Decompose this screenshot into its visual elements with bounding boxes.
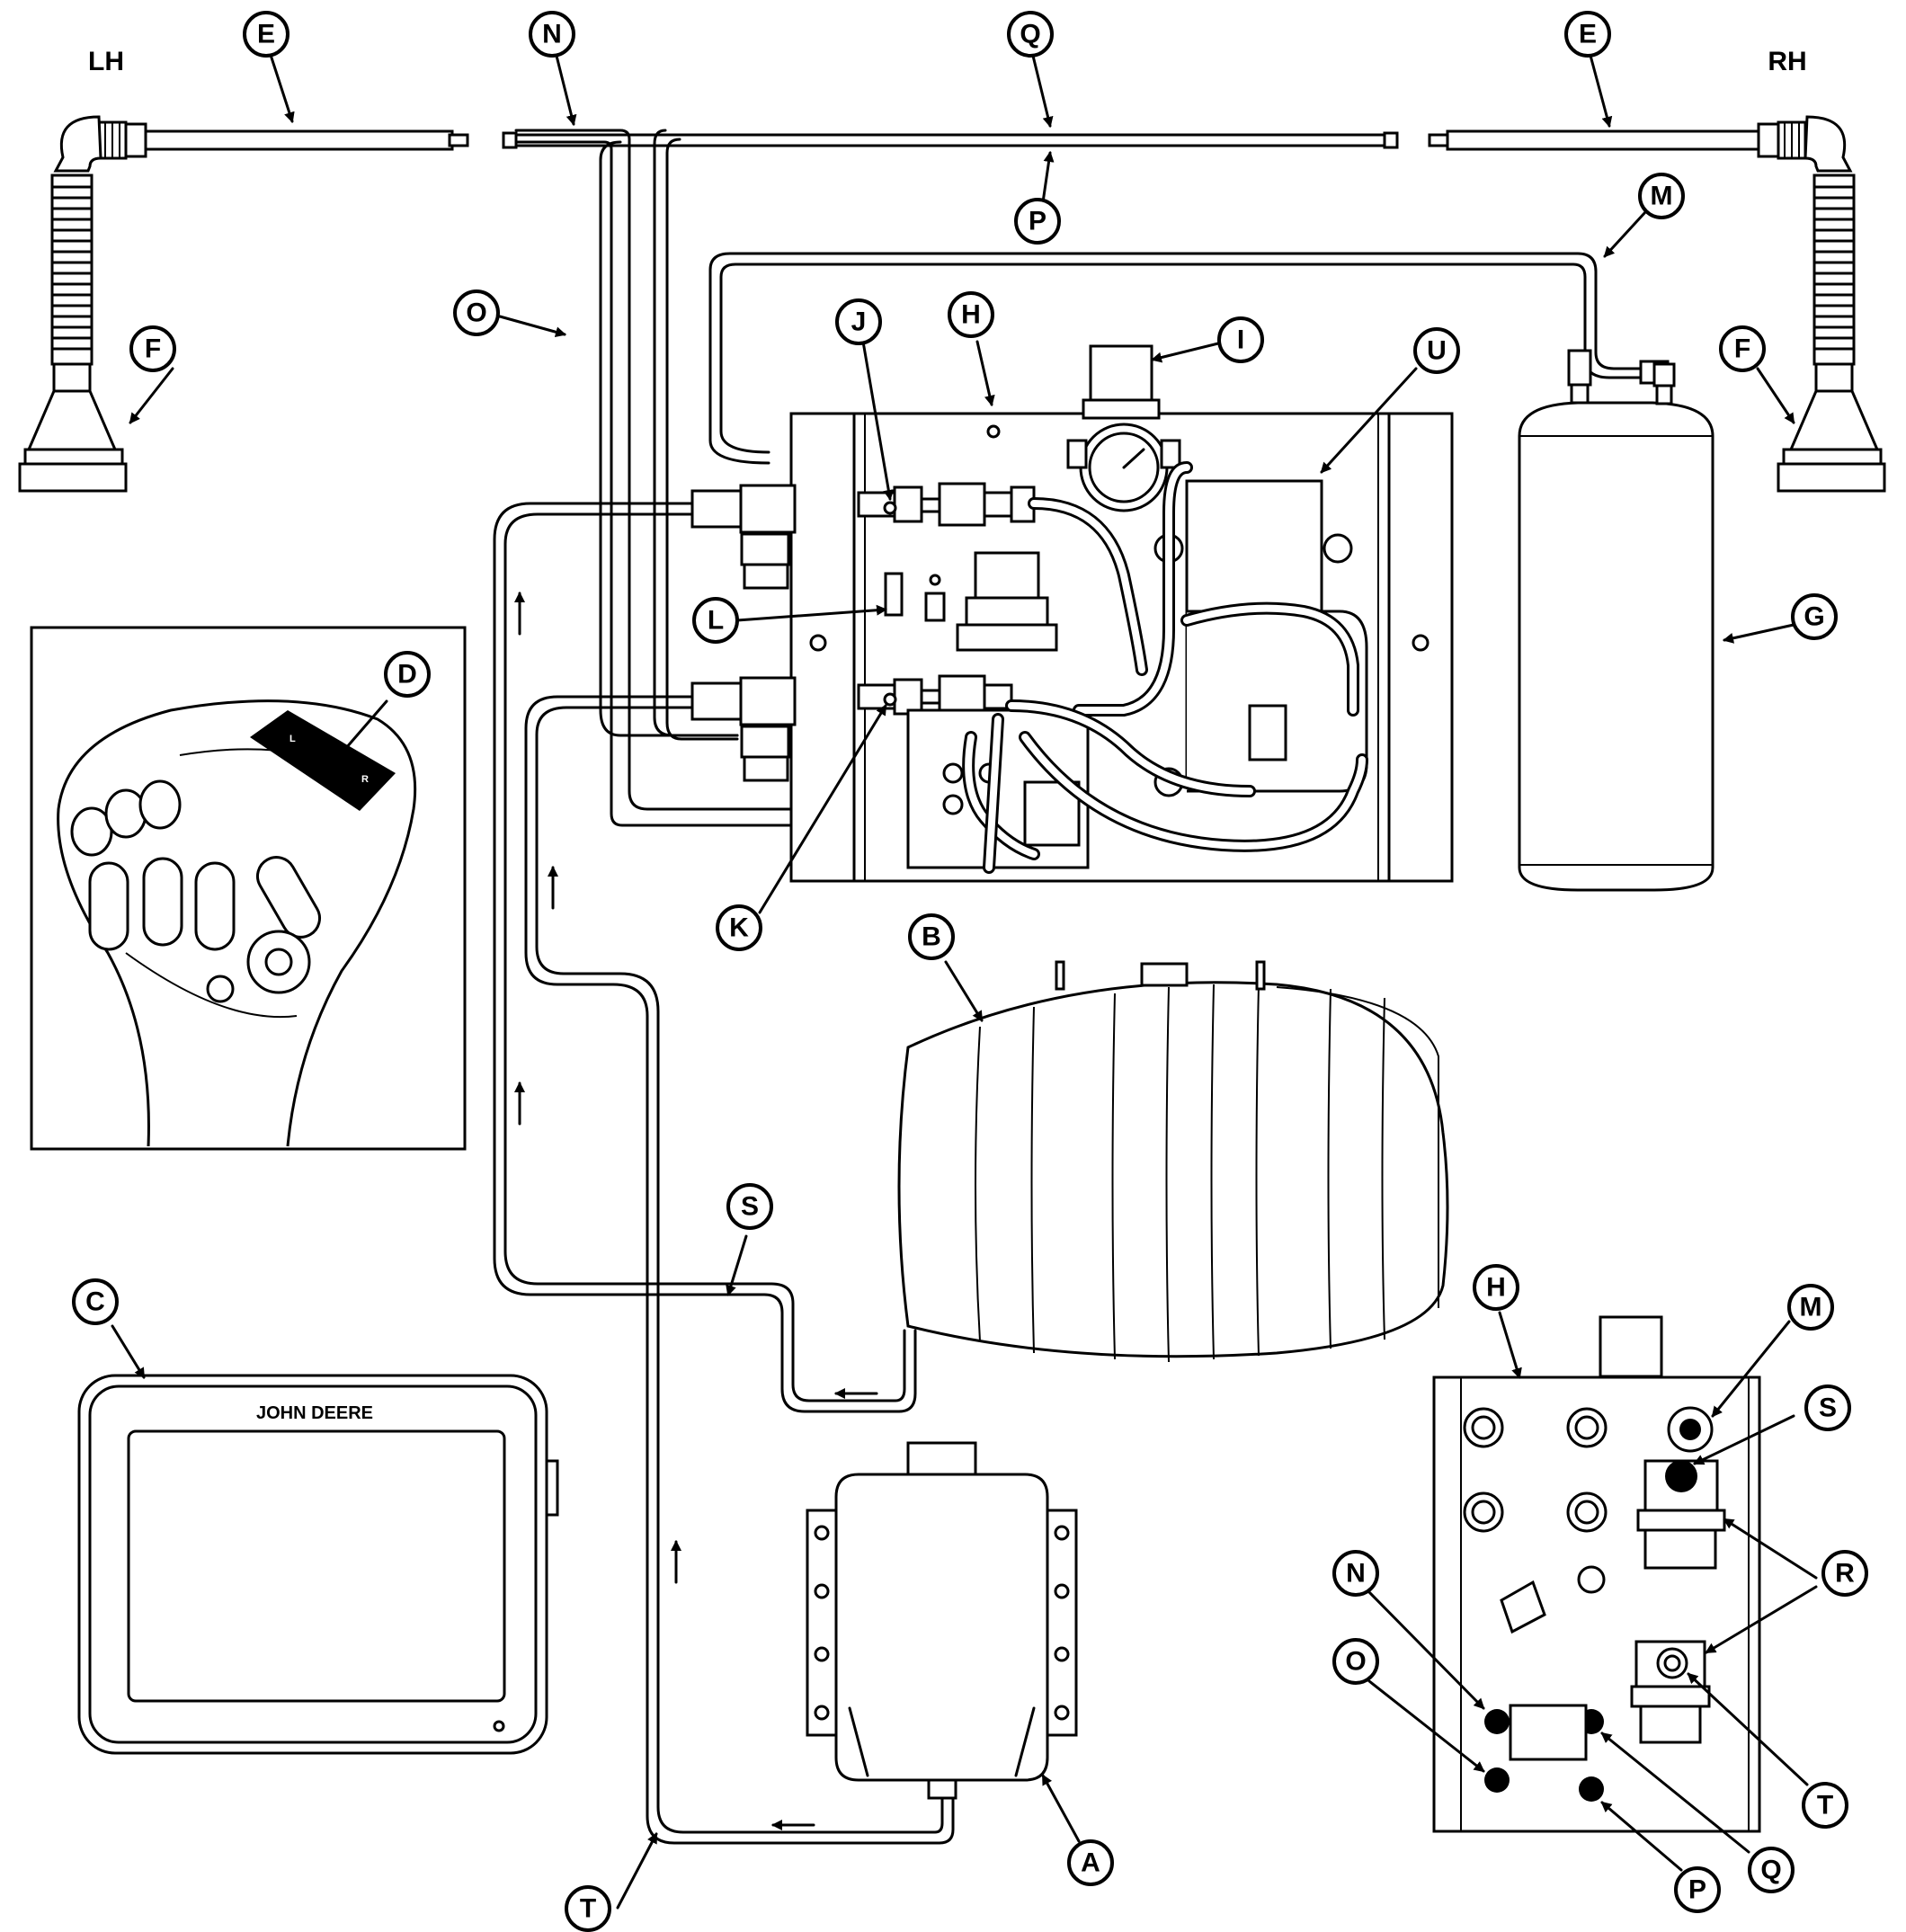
svg-text:I: I	[1237, 325, 1244, 355]
callout-p-top: P	[1014, 198, 1061, 245]
callout-l: L	[692, 597, 739, 644]
callout-b: B	[908, 913, 955, 960]
callout-leaders	[111, 50, 1818, 1910]
svg-text:D: D	[397, 660, 417, 690]
svg-text:Q: Q	[1020, 20, 1040, 49]
callout-j: J	[835, 298, 882, 345]
svg-text:C: C	[85, 1287, 105, 1317]
callout-g: G	[1791, 593, 1838, 640]
top-hose-lines	[514, 129, 1386, 827]
joystick-inset: L R	[30, 626, 467, 1151]
switch-right-key: R	[361, 774, 369, 785]
callout-n-detail: N	[1332, 1550, 1379, 1597]
callout-q-detail: Q	[1748, 1847, 1795, 1893]
right-nozzle-assembly	[1777, 115, 1886, 493]
svg-text:A: A	[1081, 1848, 1100, 1878]
supply-line-s	[493, 502, 917, 1413]
svg-text:H: H	[961, 300, 981, 330]
svg-text:O: O	[1345, 1647, 1366, 1677]
switch-left-key: L	[289, 734, 296, 744]
callout-r-detail: R	[1821, 1550, 1868, 1597]
svg-text:R: R	[1835, 1559, 1855, 1589]
pump	[806, 1441, 1078, 1800]
callout-o-detail: O	[1332, 1638, 1379, 1685]
svg-text:N: N	[542, 20, 562, 49]
flow-arrows	[514, 592, 878, 1830]
left-nozzle-corrugation	[50, 185, 94, 351]
svg-text:P: P	[1688, 1875, 1706, 1905]
callout-d: D	[384, 651, 431, 698]
callout-s-detail: S	[1804, 1384, 1851, 1431]
solution-tank	[897, 960, 1449, 1363]
supply-line-t	[524, 695, 955, 1845]
callout-i: I	[1217, 316, 1264, 363]
svg-text:Q: Q	[1760, 1856, 1781, 1885]
svg-text:G: G	[1804, 602, 1824, 632]
svg-text:L: L	[708, 606, 724, 636]
svg-text:K: K	[729, 913, 749, 943]
svg-text:T: T	[1817, 1791, 1833, 1821]
svg-text:B: B	[922, 922, 941, 952]
callout-u: U	[1413, 327, 1460, 374]
callouts: E N Q E P M F F O J H I U G L D K B S C …	[72, 11, 1868, 1932]
callout-f-left: F	[129, 325, 176, 372]
callout-h-detail: H	[1473, 1264, 1519, 1311]
callout-m-detail: M	[1787, 1284, 1834, 1331]
callout-n-top: N	[529, 11, 575, 58]
callout-a: A	[1067, 1839, 1114, 1886]
display-monitor: JOHN DEERE	[77, 1374, 559, 1755]
svg-text:E: E	[257, 20, 275, 49]
callout-t-bottom: T	[565, 1885, 611, 1932]
svg-text:E: E	[1579, 20, 1597, 49]
sprayer-toggle-switch[interactable]: L R	[250, 710, 396, 811]
display-brand-logo: JOHN DEERE	[256, 1403, 373, 1423]
svg-text:P: P	[1029, 207, 1047, 236]
callout-e-right: E	[1564, 11, 1611, 58]
svg-text:M: M	[1651, 182, 1673, 211]
svg-text:O: O	[466, 298, 486, 328]
left-boom-tube	[97, 120, 518, 160]
svg-text:F: F	[1734, 334, 1750, 364]
callout-p-detail: P	[1674, 1866, 1721, 1913]
callout-t-detail: T	[1802, 1782, 1848, 1829]
left-side-label: LH	[88, 47, 124, 76]
svg-text:M: M	[1800, 1293, 1822, 1322]
callout-c: C	[72, 1278, 119, 1325]
svg-text:N: N	[1346, 1559, 1366, 1589]
svg-text:F: F	[145, 334, 161, 364]
right-boom-tube	[1383, 120, 1807, 160]
left-nozzle-assembly	[18, 115, 128, 493]
callout-m-top: M	[1638, 173, 1685, 219]
svg-text:U: U	[1427, 336, 1447, 366]
callout-f-right: F	[1719, 325, 1766, 372]
valve-manifold-assembly	[690, 344, 1454, 883]
svg-text:S: S	[741, 1192, 759, 1222]
manifold-detail-view	[1432, 1315, 1761, 1833]
callout-k: K	[716, 904, 762, 951]
callout-q-top: Q	[1007, 11, 1054, 58]
callout-o-top: O	[453, 289, 500, 336]
callout-h-top: H	[948, 291, 994, 338]
callout-e-left: E	[243, 11, 289, 58]
right-nozzle-corrugation	[1812, 185, 1856, 351]
right-side-label: RH	[1768, 47, 1806, 76]
svg-text:S: S	[1819, 1393, 1837, 1423]
svg-text:H: H	[1486, 1273, 1506, 1303]
callout-s-mid: S	[726, 1183, 773, 1230]
svg-text:T: T	[580, 1894, 596, 1924]
air-tank	[1518, 349, 1715, 892]
svg-text:J: J	[851, 307, 867, 337]
